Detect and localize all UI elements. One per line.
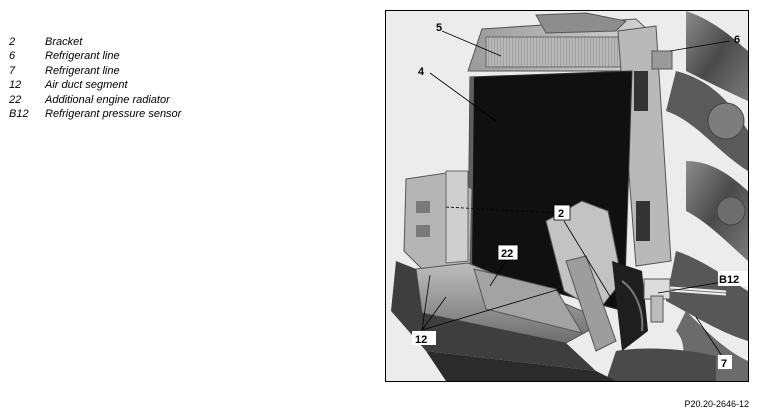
callout-label: 5 xyxy=(436,22,442,34)
legend-label: Refrigerant line xyxy=(45,64,120,77)
legend-label: Air duct segment xyxy=(45,79,128,92)
pressure-sensor xyxy=(643,278,727,323)
legend-item: 2 Bracket xyxy=(9,35,181,49)
legend-label: Additional engine radiator xyxy=(45,93,170,106)
callout-5: 5 xyxy=(436,22,442,34)
callout-label: 7 xyxy=(721,358,727,370)
bracket xyxy=(545,200,648,352)
callout-7: 7 xyxy=(718,355,732,370)
radiator-assembly-drawing: 5 6 4 2 22 B12 12 7 xyxy=(386,11,748,381)
legend-label: Bracket xyxy=(45,36,83,48)
legend-item: 22 Additional engine radiator xyxy=(9,93,181,107)
callout-22: 22 xyxy=(497,244,519,261)
legend: 2 Bracket 6 Refrigerant line 7 Refrigera… xyxy=(9,35,181,121)
legend-key: 12 xyxy=(9,79,22,92)
legend-key: 6 xyxy=(9,50,16,63)
legend-item: B12 Refrigerant pressure sensor xyxy=(9,107,181,121)
legend-key: 7 xyxy=(9,64,16,77)
callout-b12: B12 xyxy=(718,271,748,286)
right-hoses xyxy=(606,11,748,381)
callout-label: 22 xyxy=(501,248,513,260)
legend-item: 12 Air duct segment xyxy=(9,78,181,92)
callout-2: 2 xyxy=(553,204,571,221)
component-illustration: 5 6 4 2 22 B12 12 7 xyxy=(385,10,749,382)
leader-lines xyxy=(421,30,731,357)
figure-reference: P20.20-2646-12 xyxy=(684,399,749,409)
callout-12: 12 xyxy=(412,331,436,346)
additional-radiator xyxy=(473,268,584,334)
legend-key: 22 xyxy=(9,93,22,106)
left-side-parts xyxy=(403,170,473,274)
callout-label: 12 xyxy=(415,334,427,346)
callout-6: 6 xyxy=(734,34,740,46)
callout-label: 6 xyxy=(734,34,740,46)
legend-key: 2 xyxy=(9,36,16,48)
legend-key: B12 xyxy=(9,108,29,121)
callout-4: 4 xyxy=(418,66,425,78)
legend-item: 7 Refrigerant line xyxy=(9,64,181,78)
upper-frame xyxy=(467,12,652,72)
callout-label: 2 xyxy=(558,208,564,220)
legend-label: Refrigerant pressure sensor xyxy=(45,108,182,121)
legend-label: Refrigerant line xyxy=(45,50,120,63)
callout-label: 4 xyxy=(418,66,425,78)
callout-label: B12 xyxy=(719,274,739,286)
legend-item: 6 Refrigerant line xyxy=(9,49,181,63)
